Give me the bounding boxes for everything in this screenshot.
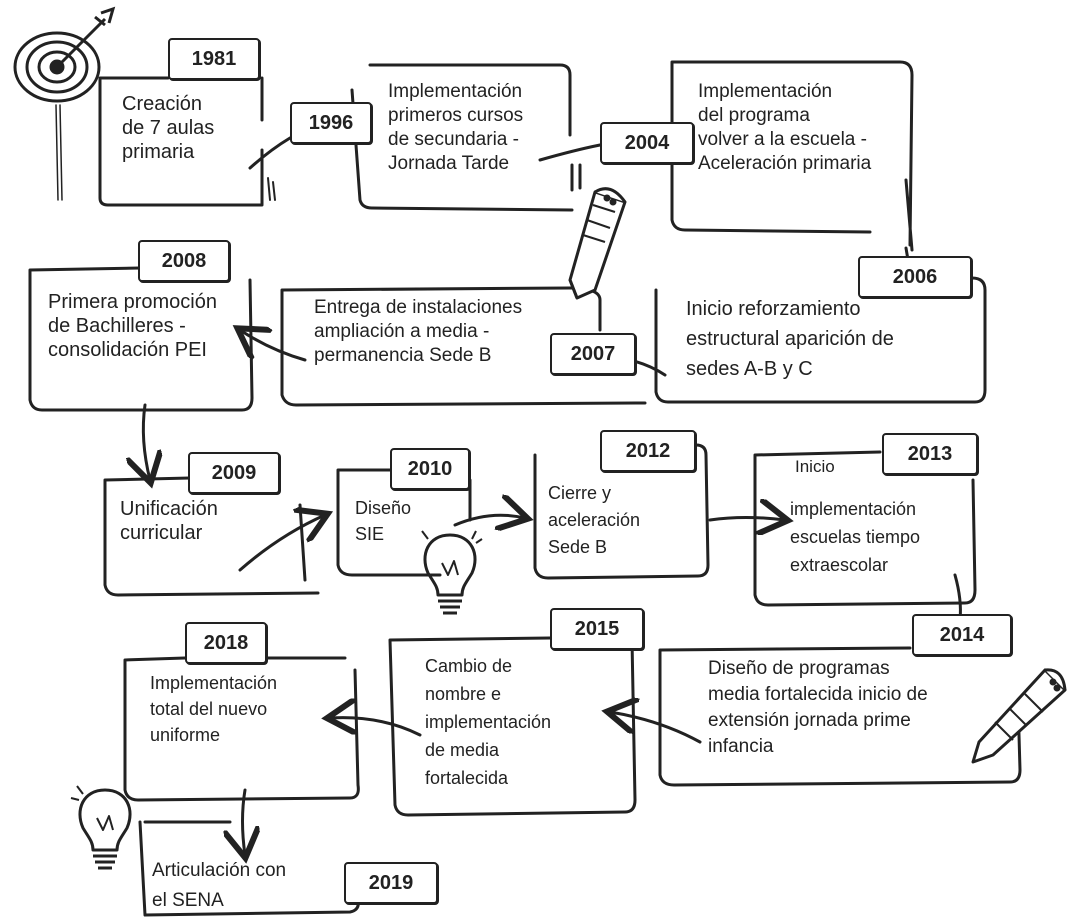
year-label-2009: 2009 — [188, 452, 280, 494]
box-1996 — [350, 63, 582, 212]
year-label-2013: 2013 — [882, 433, 978, 475]
lightbulb-icon — [70, 785, 132, 870]
milestone-text-2006: Inicio reforzamiento estructural aparici… — [686, 298, 894, 380]
milestone-text-1996: Implementación primeros cursos de secund… — [388, 81, 524, 174]
box-2010 — [336, 468, 472, 577]
year-label-1996: 1996 — [290, 102, 372, 144]
box-2004 — [670, 60, 914, 252]
year-label-2010: 2010 — [390, 448, 470, 490]
milestone-text-2014: Diseño de programas media fortalecida in… — [708, 658, 928, 757]
box-2012 — [533, 443, 710, 580]
lightbulb-icon — [421, 530, 483, 615]
milestone-text-2013-b: implementación escuelas tiempo extraesco… — [790, 499, 921, 575]
milestone-text-2019: Articulación con el SENA — [152, 860, 287, 911]
milestone-text-2004: Implementación del programa volver a la … — [698, 81, 872, 174]
milestone-text-1981: Creación de 7 aulas primaria — [122, 93, 215, 163]
milestone-text-2009: Unificación curricular — [120, 498, 218, 544]
year-label-2012: 2012 — [600, 430, 696, 472]
pencil-icon — [568, 187, 627, 300]
box-2008 — [28, 266, 254, 412]
box-2014 — [658, 646, 1022, 787]
year-label-2019: 2019 — [344, 862, 438, 904]
year-label-1981: 1981 — [168, 38, 260, 80]
milestone-text-2012: Cierre y aceleración Sede B — [548, 483, 641, 557]
milestone-text-2007: Entrega de instalaciones ampliación a me… — [314, 297, 523, 366]
milestone-text-2008: Primera promoción de Bachilleres - conso… — [48, 291, 217, 361]
box-2013 — [753, 450, 977, 607]
year-label-2007: 2007 — [550, 333, 636, 375]
box-2006 — [654, 276, 987, 404]
box-2015 — [388, 636, 637, 817]
year-label-2004: 2004 — [600, 122, 694, 164]
target-icon — [13, 6, 116, 103]
year-label-2006: 2006 — [858, 256, 972, 298]
milestone-text-2018: Implementación total del nuevo uniforme — [150, 673, 278, 745]
year-label-2015: 2015 — [550, 608, 644, 650]
year-label-2008: 2008 — [138, 240, 230, 282]
year-label-2014: 2014 — [912, 614, 1012, 656]
milestone-text-2015: Cambio de nombre e implementación de med… — [425, 656, 552, 788]
year-label-2018: 2018 — [185, 622, 267, 664]
milestone-text-2013-a: Inicio — [795, 457, 835, 476]
milestone-text-2010: Diseño SIE — [355, 498, 412, 544]
box-1981 — [98, 76, 264, 207]
pencil-icon — [971, 668, 1067, 764]
